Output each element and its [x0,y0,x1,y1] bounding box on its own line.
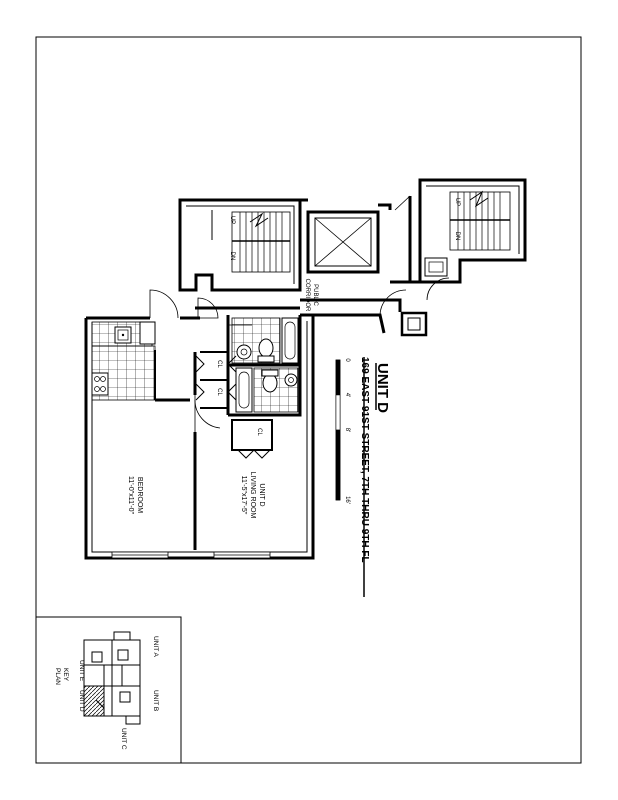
bedroom-dimensions: 11'-0"x11'-0" [127,476,134,515]
bathtub-icon [235,367,253,413]
scale-tick-4: 4' [344,393,350,397]
bathtub-icon [281,317,299,364]
scale-tick-16: 16' [344,496,350,504]
bathroom-lower [235,367,299,413]
scale-bar [335,359,341,501]
stair-right-dn-label: DN [454,232,460,241]
kitchen [91,321,156,401]
bathroom-upper [231,317,299,364]
key-plan-unit-e: UNIT E [78,660,85,682]
scale-tick-8: 8' [344,428,350,432]
basin-icon [236,344,252,360]
stair-left-up-label: UP [229,216,235,224]
windows [111,551,271,559]
key-plan-unit-a: UNIT A [152,636,159,657]
scale-tick-0: 0 [344,358,350,362]
unit-title: UNIT D [374,363,391,413]
key-plan-unit-b: UNIT B [152,690,159,711]
key-plan-box [35,616,182,764]
elevator [306,210,380,274]
shaft [400,311,428,337]
key-plan-title-line1: KEY [62,668,69,682]
toilet-icon [258,338,274,358]
stove-icon [91,372,109,396]
stair-left [178,198,302,292]
key-plan-unit-c: UNIT C [120,728,127,750]
living-room-dimensions: 11'-5"x17'-5" [240,476,247,515]
closet-label-3: CL [256,428,262,436]
stair-left-dn-label: DN [229,252,235,261]
corridor-label-line2: CORRIDOR [304,279,310,312]
corridor-label-line1: PUBLIC [312,284,318,306]
closet-doors [195,355,271,459]
sheet-border [35,36,582,764]
corridor-walls [300,196,420,312]
refrigerator-icon [139,321,156,345]
key-plan-unit-d: UNIT D [78,690,85,712]
bedroom-label: BEDROOM [136,477,143,513]
key-plan-title-line2: PLAN [54,668,61,685]
stair-right [418,178,527,284]
stair-right-up-label: UP [454,198,460,206]
basin-icon [284,373,298,387]
toilet-icon [262,373,278,393]
closet-label-2: CL [216,388,222,396]
closet-label-1: CL [216,360,222,368]
living-unit-label: UNIT D [258,483,265,506]
key-plan-drawing [83,631,141,725]
living-room-label: LIVING ROOM [249,472,256,519]
